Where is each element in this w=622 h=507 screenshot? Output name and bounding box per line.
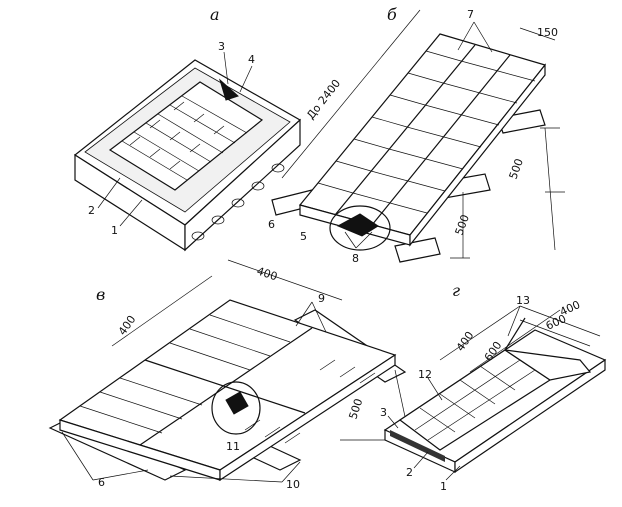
- parquet-panels: [317, 50, 536, 214]
- dim-right: 500: [346, 397, 365, 421]
- callout-2: 2: [88, 204, 95, 217]
- dim-width: 150: [537, 26, 558, 39]
- callout-11: 11: [226, 440, 240, 453]
- callout-4: 4: [248, 53, 255, 66]
- panel-b: б До 2400 150 500 500 7 6 5 8: [268, 5, 565, 265]
- callout-3: 3: [218, 40, 225, 53]
- parquet-panel-strips: [79, 314, 376, 444]
- panel-a: а 3 4 2 1: [73, 5, 302, 252]
- joists: [191, 163, 285, 241]
- dim-span2: 500: [453, 213, 472, 237]
- callout-8: 8: [352, 252, 359, 265]
- callout-5: 5: [300, 230, 307, 243]
- callout-6b: 6: [98, 476, 105, 489]
- callout-10: 10: [286, 478, 300, 491]
- panel-g: г 400 600 400 600 13 12 3 2 1: [380, 281, 607, 493]
- callout-9: 9: [318, 292, 325, 305]
- callout-13: 13: [516, 294, 530, 307]
- panel-v: в 400 400 500 9 11 6 10: [48, 259, 411, 491]
- mosaic-parquet: [414, 359, 536, 441]
- panel-a-letter: а: [210, 5, 220, 24]
- callout-7: 7: [467, 8, 474, 21]
- callout-3b: 3: [380, 406, 387, 419]
- callout-1: 1: [111, 224, 118, 237]
- callout-1b: 1: [440, 480, 447, 493]
- callout-2b: 2: [406, 466, 413, 479]
- panel-g-letter: г: [452, 281, 460, 300]
- dim-left: 400: [116, 313, 139, 338]
- herringbone-parquet: [108, 81, 264, 191]
- callout-6: 6: [268, 218, 275, 231]
- panel-v-letter: в: [96, 285, 105, 304]
- callout-12: 12: [418, 368, 432, 381]
- dim-span1: 500: [507, 157, 526, 181]
- panel-b-letter: б: [387, 5, 397, 24]
- dim-400a: 400: [454, 329, 477, 354]
- dim-length: До 2400: [304, 77, 343, 122]
- dim-top: 400: [255, 264, 279, 283]
